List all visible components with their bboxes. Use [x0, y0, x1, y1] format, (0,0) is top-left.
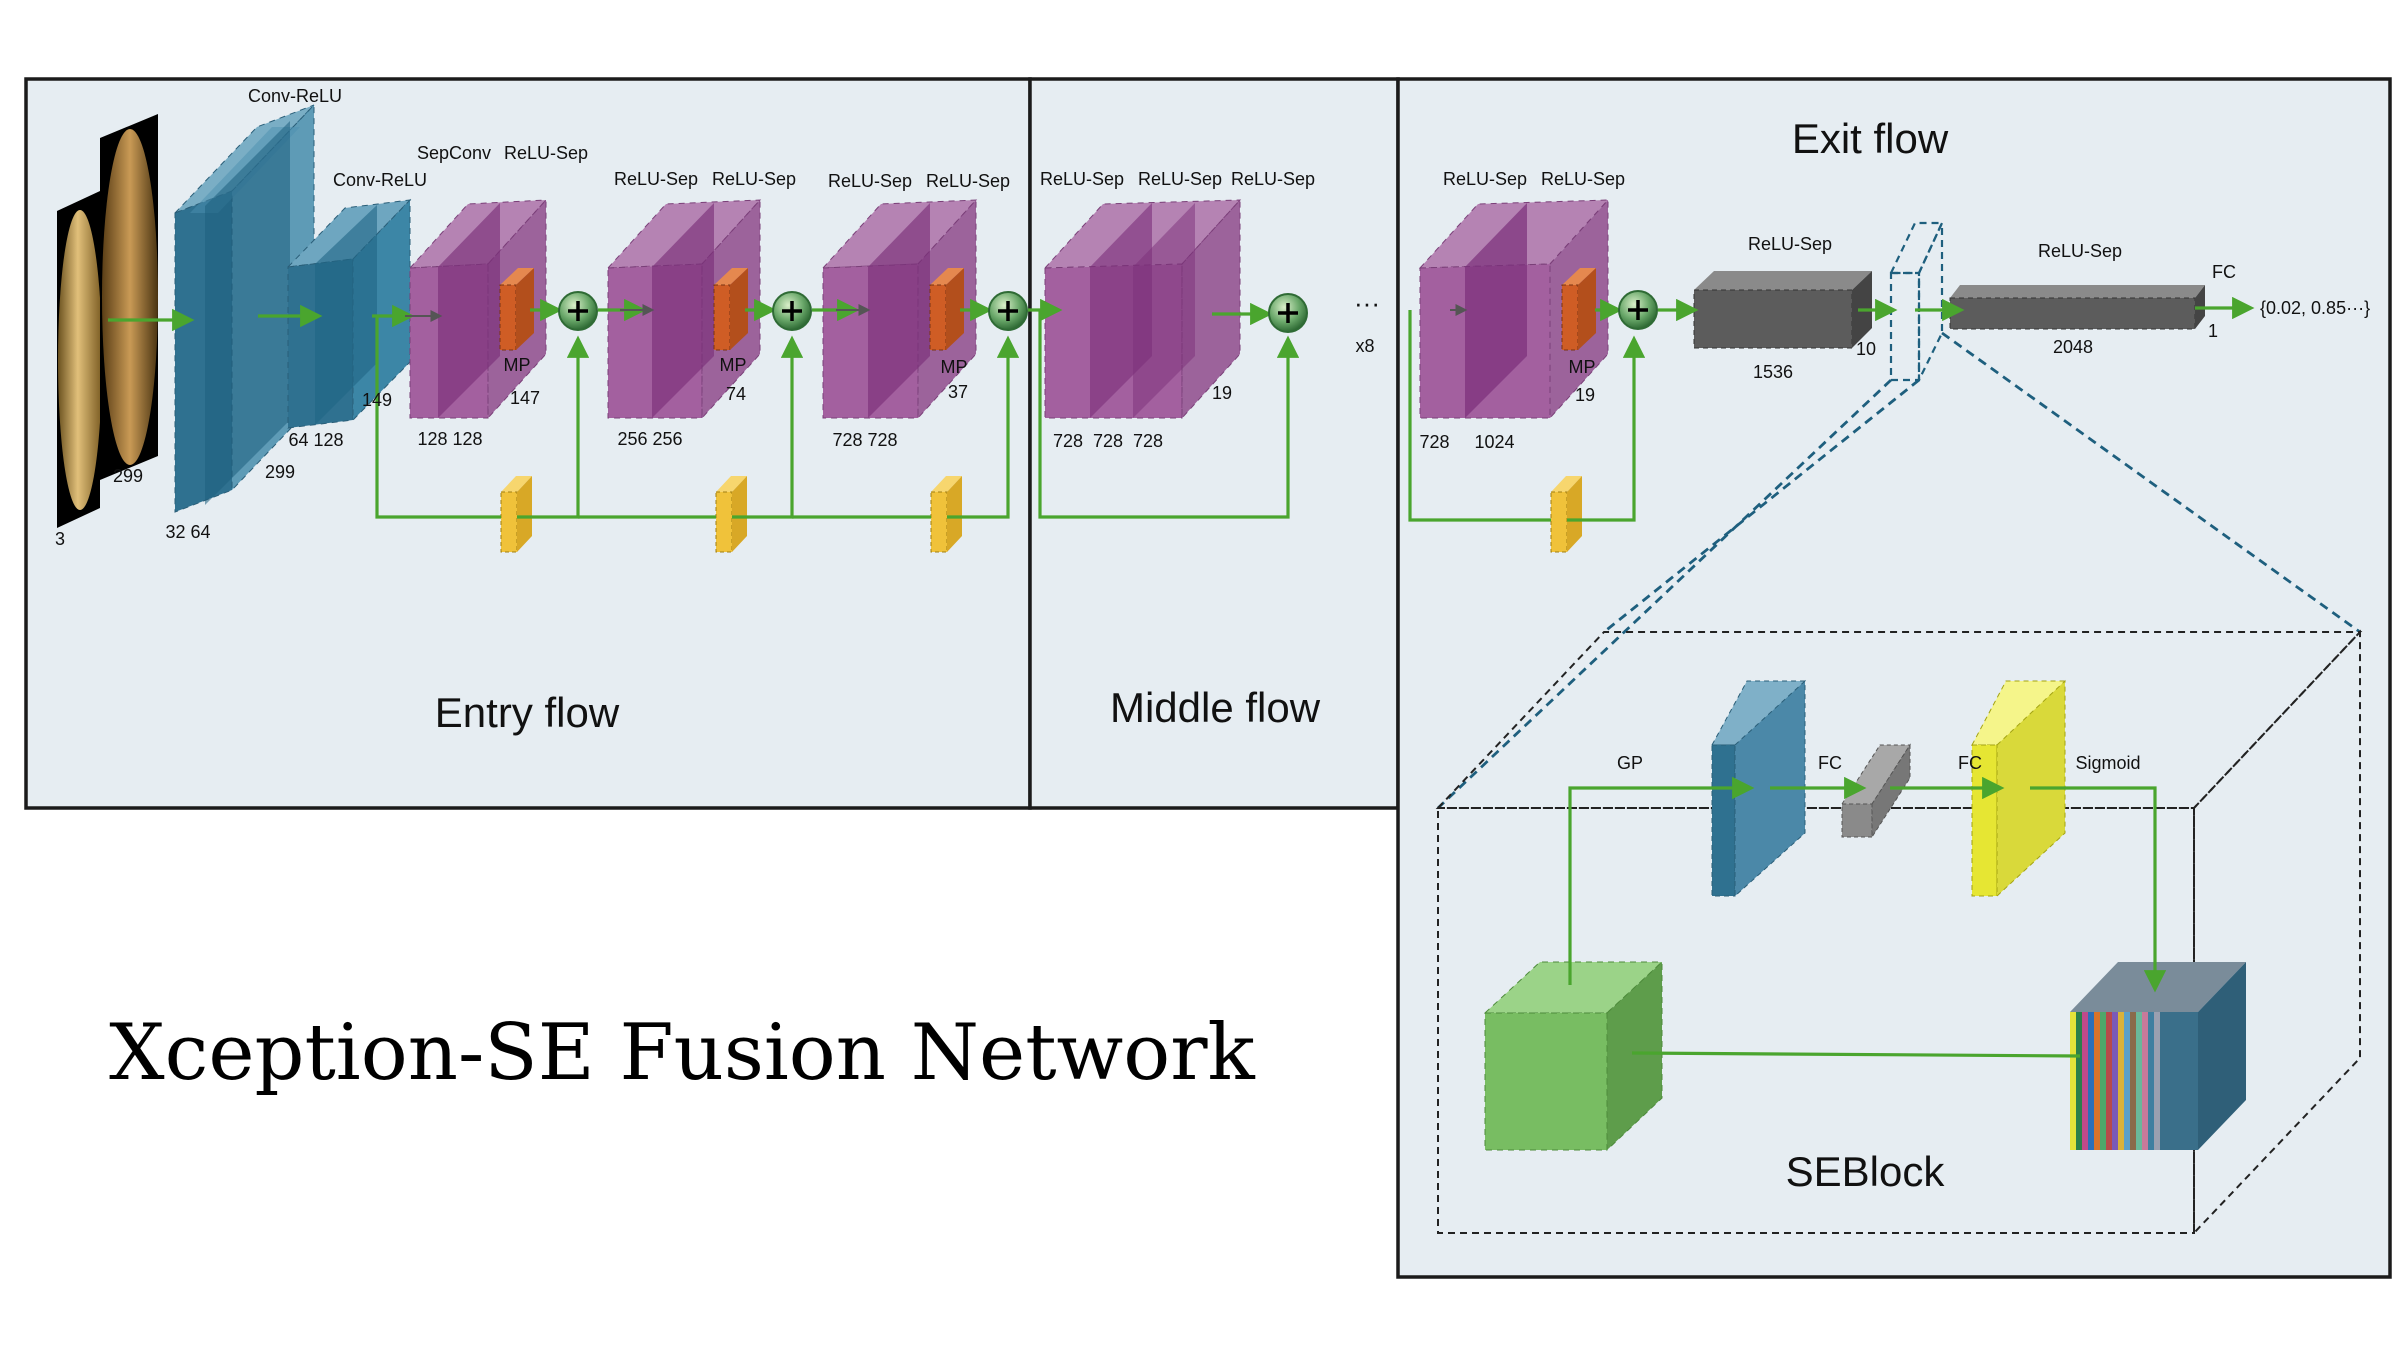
dim-s3: 728 728 [832, 430, 897, 450]
label-sepconv: SepConv [417, 143, 491, 163]
sepconv-block-1 [408, 198, 548, 420]
label-exit2: ReLU-Sep [1541, 169, 1625, 189]
skip-conv-2 [715, 476, 747, 553]
dim-m: 728 728 728 [1053, 431, 1163, 451]
label-sigmoid: Sigmoid [2075, 753, 2140, 773]
add-node-1 [558, 291, 598, 331]
dim-e2-hw: 10 [1856, 339, 1876, 359]
label-mid1: ReLU-Sep [1040, 169, 1124, 189]
label-se-fc1: FC [1818, 753, 1842, 773]
dim-e1: 728 1024 [1419, 432, 1514, 452]
se-input-cube [1483, 960, 1664, 1152]
dim-in-c: 3 [55, 529, 65, 549]
dim-e3-hw: 1 [2208, 321, 2218, 341]
label-gp: GP [1617, 753, 1643, 773]
se-flow-arrows [1568, 776, 2167, 1058]
entry-flow-title: Entry flow [435, 689, 620, 736]
exit-relusep-1536 [1693, 271, 1872, 349]
label-relusep-c1: ReLU-Sep [828, 171, 912, 191]
add-node-5 [1618, 290, 1658, 330]
exit-flow-title: Exit flow [1792, 115, 1949, 162]
add-node-4 [1268, 293, 1308, 333]
dim-s1: 128 128 [417, 429, 482, 449]
inner-arrows [405, 304, 1468, 322]
se-output-stack [2070, 962, 2246, 1150]
middle-flow-title: Middle flow [1110, 684, 1321, 731]
label-conv2: Conv-ReLU [333, 170, 427, 190]
page-title: Xception-SE Fusion Network [109, 1008, 1255, 1098]
add-node-2 [772, 291, 812, 331]
label-mid3: ReLU-Sep [1231, 169, 1315, 189]
dim-s3-hw: 37 [948, 382, 968, 402]
layer-labels: Conv-ReLU Conv-ReLU SepConv ReLU-Sep ReL… [248, 86, 2236, 773]
dim-m-hw: 19 [1212, 383, 1232, 403]
label-mp1: MP [504, 355, 531, 375]
dim-c2-hw: 149 [362, 390, 392, 410]
sepconv-block-2 [606, 198, 762, 420]
label-x8: x8 [1355, 336, 1374, 356]
label-fc: FC [2212, 262, 2236, 282]
middle-flow-block [1043, 198, 1242, 420]
conv-block-2 [286, 198, 412, 429]
dim-c1-hw: 299 [265, 462, 295, 482]
add-node-3 [988, 291, 1028, 331]
output-values: {0.02, 0.85···} [2260, 298, 2370, 318]
label-mp3: MP [941, 357, 968, 377]
label-exit4: ReLU-Sep [2038, 241, 2122, 261]
label-mp2: MP [720, 355, 747, 375]
dim-in-hw: 299 [113, 466, 143, 486]
dim-c2: 64 128 [288, 430, 343, 450]
skip-conv-1 [500, 476, 532, 553]
input-fundus-images [57, 114, 158, 528]
label-exit3: ReLU-Sep [1748, 234, 1832, 254]
dim-e1-hw: 19 [1575, 385, 1595, 405]
skip-conv-3 [930, 476, 962, 553]
dim-s1-hw: 147 [510, 388, 540, 408]
label-mp4: MP [1569, 357, 1596, 377]
seblock-title: SEBlock [1786, 1148, 1946, 1195]
label-relusep-c2: ReLU-Sep [926, 171, 1010, 191]
sepconv-block-3 [821, 198, 978, 420]
label-relusep-a: ReLU-Sep [504, 143, 588, 163]
label-se-fc2: FC [1958, 753, 1982, 773]
dim-c1: 32 64 [165, 522, 210, 542]
dim-e3: 2048 [2053, 337, 2093, 357]
label-conv1: Conv-ReLU [248, 86, 342, 106]
dim-e2: 1536 [1753, 362, 1793, 382]
dimension-labels: 3 299 32 64 299 64 128 149 128 128 147 2… [55, 298, 2370, 549]
se-zoom-lines [1437, 331, 2361, 810]
dim-s2: 256 256 [617, 429, 682, 449]
label-relusep-b1: ReLU-Sep [614, 169, 698, 189]
exit-relusep-2048 [1949, 285, 2205, 330]
label-relusep-b2: ReLU-Sep [712, 169, 796, 189]
middle-flow-panel [1028, 77, 1400, 810]
dim-s2-hw: 74 [726, 384, 746, 404]
conv-block-1 [174, 103, 315, 513]
label-ellipsis: ··· [1354, 288, 1380, 318]
skip-conv-4 [1550, 476, 1582, 553]
exit-sep-block [1418, 198, 1610, 420]
label-exit1: ReLU-Sep [1443, 169, 1527, 189]
label-mid2: ReLU-Sep [1138, 169, 1222, 189]
